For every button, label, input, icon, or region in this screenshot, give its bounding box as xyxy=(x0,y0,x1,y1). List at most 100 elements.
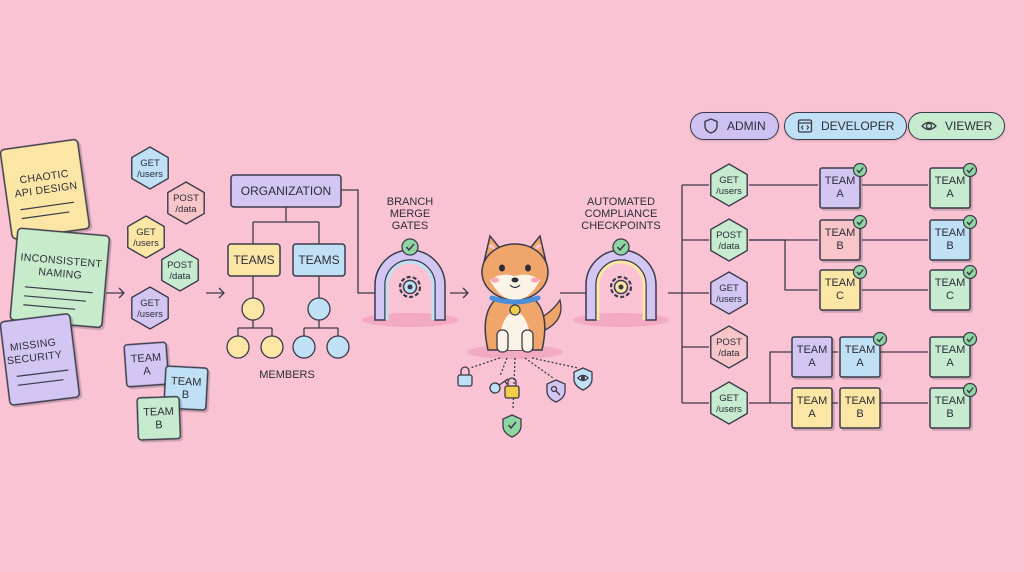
right-endpoint-hex: GET/users xyxy=(710,381,748,425)
svg-text:C: C xyxy=(946,290,954,302)
svg-text:TEAM: TEAM xyxy=(825,175,856,187)
svg-text:B: B xyxy=(155,419,163,431)
svg-text:TEAM: TEAM xyxy=(935,395,966,407)
left-endpoint-hex: GET/users xyxy=(131,286,169,330)
shield-icon xyxy=(704,118,718,134)
arrow-gate-to-mascot xyxy=(450,287,469,299)
teams-box-1 xyxy=(227,243,281,277)
svg-text:B: B xyxy=(946,240,953,252)
right-endpoint-hex: GET/users xyxy=(710,163,748,207)
svg-text:TEAM: TEAM xyxy=(845,344,876,356)
endpoint-method: GET xyxy=(140,158,160,169)
left-endpoint-hex: POST/data xyxy=(167,181,205,225)
lock-icon xyxy=(457,366,473,387)
endpoint-path: /data xyxy=(718,241,740,252)
endpoint-method: POST xyxy=(173,193,199,204)
member-node xyxy=(326,335,350,359)
svg-text:A: A xyxy=(143,365,152,378)
endpoint-path: /data xyxy=(175,204,197,215)
shield-key-icon xyxy=(546,379,566,403)
endpoint-path: /users xyxy=(137,169,163,180)
collar-tag-icon xyxy=(509,304,521,316)
svg-text:A: A xyxy=(808,357,816,369)
svg-text:TEAM: TEAM xyxy=(935,227,966,239)
right-endpoint-hex: POST/data xyxy=(710,325,748,369)
legend-admin: ADMIN xyxy=(690,112,779,140)
endpoint-path: /users xyxy=(133,238,159,249)
endpoint-method: GET xyxy=(136,227,156,238)
endpoint-path: /users xyxy=(716,294,742,305)
compliance-label-3: CHECKPOINTS xyxy=(581,220,660,232)
member-node xyxy=(226,335,250,359)
right-team-grid: TEAMATEAMBTEAMCTEAMATEAMATEAMATEAMBTEAMA… xyxy=(791,162,978,429)
code-window-icon xyxy=(797,119,813,133)
svg-text:TEAM: TEAM xyxy=(143,406,174,419)
gear-icon xyxy=(398,275,422,299)
compliance-checkpoint-gate: AUTOMATED COMPLIANCE CHECKPOINTS xyxy=(573,196,669,327)
check-badge-icon xyxy=(872,331,888,347)
svg-text:B: B xyxy=(182,389,190,401)
doc-missing-security: MISSING SECURITY xyxy=(0,313,81,406)
compliance-label-2: COMPLIANCE xyxy=(585,208,658,220)
left-endpoint-hex: POST/data xyxy=(161,248,199,292)
compliance-label-1: AUTOMATED xyxy=(587,196,655,208)
branch-label-1: BRANCH xyxy=(387,196,434,208)
check-shield-icon xyxy=(502,414,522,438)
endpoint-method: GET xyxy=(719,393,739,404)
padlock-icon xyxy=(504,377,520,399)
svg-text:TEAM: TEAM xyxy=(825,277,856,289)
check-badge-icon xyxy=(962,162,978,178)
endpoint-path: /data xyxy=(718,348,740,359)
check-badge-icon xyxy=(852,162,868,178)
doc-inconsistent-naming: INCONSISTENT NAMING xyxy=(9,227,111,329)
svg-text:TEAM: TEAM xyxy=(935,277,966,289)
svg-text:A: A xyxy=(836,188,844,200)
legend-viewer-label: VIEWER xyxy=(945,119,993,133)
endpoint-method: GET xyxy=(719,175,739,186)
svg-text:TEAM: TEAM xyxy=(130,351,161,365)
members-label: MEMBERS xyxy=(259,369,315,381)
check-badge-icon xyxy=(962,331,978,347)
right-endpoint-column: GET/usersPOST/dataGET/usersPOST/dataGET/… xyxy=(710,163,748,425)
key-icon xyxy=(489,378,509,394)
organization-label: ORGANIZATION xyxy=(241,184,331,198)
endpoint-method: POST xyxy=(716,337,742,348)
svg-text:B: B xyxy=(856,408,863,420)
endpoint-method: GET xyxy=(140,298,160,309)
check-badge-icon xyxy=(612,238,630,256)
legend-admin-label: ADMIN xyxy=(727,119,766,133)
eye-icon xyxy=(921,121,937,131)
left-endpoint-cluster: GET/usersPOST/dataGET/usersPOST/dataGET/… xyxy=(127,146,205,330)
legend-developer-label: DEVELOPER xyxy=(821,119,895,133)
svg-text:B: B xyxy=(946,408,953,420)
organization-box xyxy=(230,174,342,208)
branch-merge-gate: BRANCH MERGE GATES xyxy=(362,196,458,327)
endpoint-path: /users xyxy=(137,309,163,320)
teams-label-2: TEAMS xyxy=(298,253,339,267)
eye-shield-icon xyxy=(573,367,593,391)
svg-text:A: A xyxy=(946,188,954,200)
member-node xyxy=(307,297,331,321)
left-team-card-a: TEAM A xyxy=(123,341,170,388)
right-endpoint-hex: POST/data xyxy=(710,218,748,262)
left-endpoint-hex: GET/users xyxy=(127,215,165,259)
endpoint-method: POST xyxy=(716,230,742,241)
branch-label-2: MERGE xyxy=(390,208,430,220)
endpoint-method: POST xyxy=(167,260,193,271)
check-badge-icon xyxy=(962,214,978,230)
branch-label-3: GATES xyxy=(392,220,428,232)
svg-text:TEAM: TEAM xyxy=(935,175,966,187)
left-team-card-b2: TEAM B xyxy=(136,395,182,441)
check-badge-icon xyxy=(852,264,868,280)
security-icons xyxy=(457,357,593,438)
